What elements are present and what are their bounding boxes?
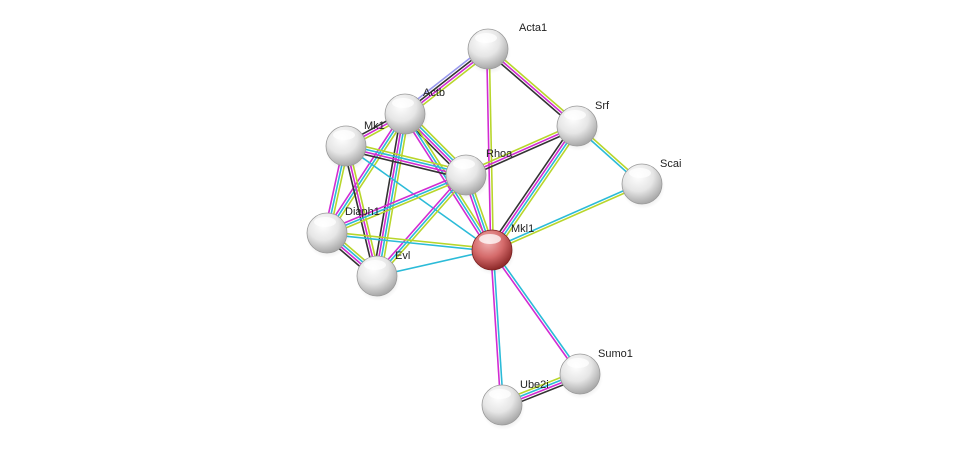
edge-line-textmining (492, 184, 643, 252)
edge-line-textmining (494, 127, 581, 253)
edge-actb-evl[interactable] (372, 113, 410, 277)
node-label: Actb (423, 87, 445, 99)
node-acta1[interactable]: Acta1 (467, 22, 547, 74)
node-label: Ube2i (520, 379, 549, 391)
edge-line-experiments (325, 171, 466, 232)
node-highlight (489, 389, 511, 399)
node-label: Mk1 (364, 120, 385, 132)
node-rhoa[interactable]: Rhoa (445, 148, 513, 200)
edge-line-experiments (485, 49, 492, 251)
edge-line-experiments (324, 112, 404, 233)
edge-line-coexpression (372, 113, 402, 276)
edge-diaph1-mkl1[interactable] (326, 230, 493, 253)
node-highlight (475, 33, 497, 43)
edge-srf-mkl1[interactable] (488, 123, 581, 253)
node-highlight (453, 159, 475, 169)
node-actb[interactable]: Actb (384, 87, 445, 139)
edge-scai-mkl1[interactable] (491, 182, 643, 252)
edge-line-experiments (489, 250, 502, 406)
edge-acta1-mkl1[interactable] (485, 48, 495, 251)
node-label: Sumo1 (598, 348, 633, 360)
node-highlight (564, 110, 586, 120)
edge-line-databases (326, 233, 492, 253)
node-label: Scai (660, 158, 681, 170)
node-label: Srf (595, 100, 610, 112)
node-highlight (392, 98, 414, 108)
node-highlight (333, 130, 355, 140)
edge-line-experiments (490, 124, 577, 250)
edge-line-experiments (490, 250, 580, 376)
node-highlight (314, 217, 336, 227)
node-label: Acta1 (519, 22, 547, 34)
node-mkl1[interactable]: Mkl1 (471, 223, 534, 275)
node-scai[interactable]: Scai (621, 158, 681, 209)
edge-line-databases (377, 114, 408, 277)
node-highlight (364, 260, 386, 270)
edge-rhoa-diaph1[interactable] (325, 171, 468, 237)
edge-line-textmining (327, 176, 468, 237)
node-mk1[interactable]: Mk1 (325, 120, 385, 171)
node-diaph1[interactable]: Diaph1 (306, 206, 380, 258)
edge-line-databases (326, 174, 467, 234)
edge-line-textmining (327, 230, 493, 250)
edge-line-textmining (380, 114, 410, 277)
node-evl[interactable]: Evl (356, 250, 410, 301)
edge-line-databases (492, 248, 582, 374)
node-highlight (479, 234, 501, 244)
edge-mkl1-ube2i[interactable] (489, 249, 505, 406)
node-srf[interactable]: Srf (556, 100, 610, 151)
node-label: Diaph1 (345, 206, 380, 218)
edge-line-experiments (374, 113, 405, 276)
node-label: Rhoa (486, 148, 513, 160)
node-label: Evl (395, 250, 410, 262)
node-highlight (629, 168, 651, 178)
edge-line-databases (491, 182, 642, 250)
edge-line-textmining (488, 48, 495, 250)
node-sumo1[interactable]: Sumo1 (559, 348, 633, 399)
edge-mkl1-sumo1[interactable] (490, 248, 582, 376)
node-ube2i[interactable]: Ube2i (481, 379, 549, 430)
node-label: Mkl1 (511, 223, 534, 235)
edge-line-databases (492, 126, 579, 252)
node-highlight (567, 358, 589, 368)
edge-line-databases (492, 249, 505, 405)
edge-line-coexpression (488, 123, 575, 249)
